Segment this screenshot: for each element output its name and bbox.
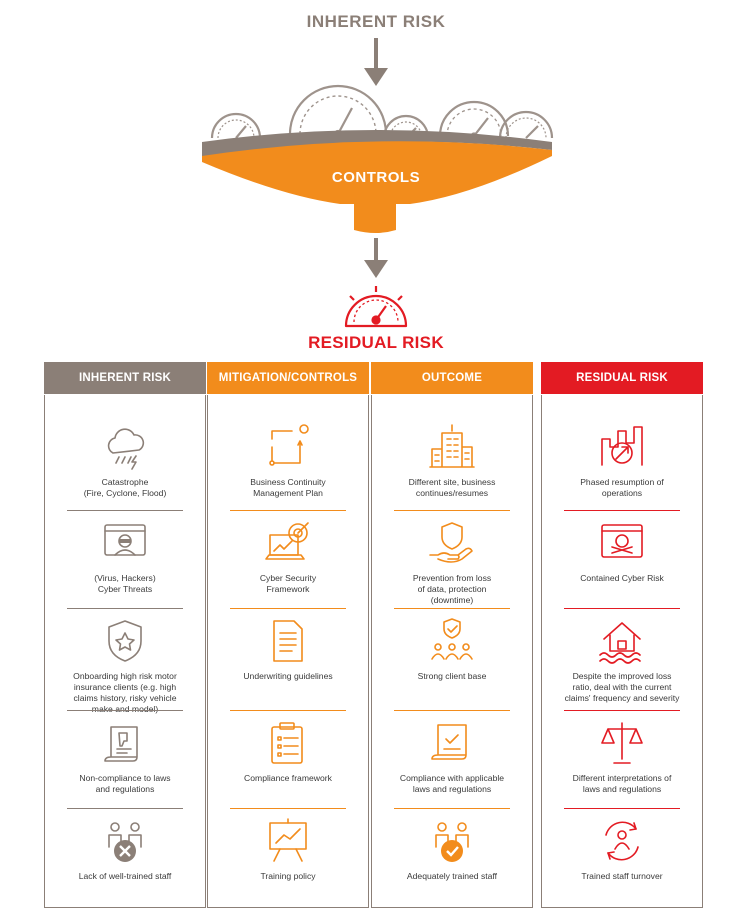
cell-text: Adequately trained staff [406, 871, 498, 881]
table-cell: Lack of well-trained staff [45, 817, 205, 882]
inherent-risk-title: INHERENT RISK [306, 12, 446, 31]
residual-gauge-icon [344, 286, 408, 328]
column-header: RESIDUAL RISK [541, 362, 703, 394]
risk-funnel-graphic [202, 38, 554, 328]
cell-text: Trained staff turnover [581, 871, 663, 881]
table-cell: Trained staff turnover [542, 817, 702, 882]
row-divider [394, 710, 510, 711]
clipboard-icon [271, 722, 303, 764]
table-cell: Catastrophe (Fire, Cyclone, Flood) [45, 423, 205, 499]
table-cell: Different site, business continues/resum… [372, 423, 532, 499]
cell-text: Onboarding high risk motor insurance cli… [73, 671, 177, 714]
flooded-house-icon [599, 622, 641, 664]
laptop-target-icon [265, 522, 309, 560]
cell-text: Strong client base [417, 671, 487, 681]
scroll-thumbs-down-icon [104, 726, 138, 762]
star-shield-icon [108, 620, 142, 662]
cell-text: Phased resumption of operations [580, 477, 664, 498]
growth-chart-icon [601, 426, 643, 466]
table-cell: Underwriting guidelines [208, 617, 368, 682]
table-cell: Despite the improved loss ratio, deal wi… [542, 617, 702, 704]
team-check-icon [435, 822, 469, 862]
column-outcome: OUTCOME Different site, business continue… [371, 362, 533, 908]
table-cell: Business Continuity Management Plan [208, 423, 368, 499]
cell-text: Prevention from loss of data, protection… [412, 573, 492, 605]
cell-text: Lack of well-trained staff [78, 871, 172, 881]
storm-cloud-icon [107, 428, 145, 470]
shield-people-icon [431, 618, 473, 660]
document-icon [273, 620, 303, 662]
down-arrow-icon [364, 238, 388, 278]
cell-text: Catastrophe (Fire, Cyclone, Flood) [83, 477, 167, 498]
cell-text: Cyber Security Framework [259, 573, 317, 594]
row-divider [230, 710, 346, 711]
row-divider [564, 710, 680, 711]
hand-shield-icon [429, 522, 473, 563]
cell-text: (Virus, Hackers) Cyber Threats [94, 573, 156, 594]
row-divider [67, 710, 183, 711]
team-cross-icon [108, 822, 142, 862]
column-header: MITIGATION/CONTROLS [207, 362, 369, 394]
cell-text: Despite the improved loss ratio, deal wi… [564, 671, 680, 703]
column-body: Different site, business continues/resum… [371, 395, 533, 908]
table-cell: Compliance framework [208, 719, 368, 784]
row-divider [230, 510, 346, 511]
cell-text: Compliance with applicable laws and regu… [399, 773, 505, 794]
table-cell: (Virus, Hackers) Cyber Threats [45, 519, 205, 595]
cell-text: Underwriting guidelines [243, 671, 333, 681]
skull-screen-icon [601, 524, 643, 558]
row-divider [230, 808, 346, 809]
controls-label: CONTROLS [331, 169, 421, 186]
residual-risk-title: RESIDUAL RISK [308, 333, 444, 352]
cell-text: Different interpretations of laws and re… [572, 773, 672, 794]
column-header: OUTCOME [371, 362, 533, 394]
table-cell: Strong client base [372, 617, 532, 682]
table-cell: Training policy [208, 817, 368, 882]
column-body: Catastrophe (Fire, Cyclone, Flood) (Virus… [44, 395, 206, 908]
table-cell: Different interpretations of laws and re… [542, 719, 702, 795]
cell-text: Training policy [260, 871, 316, 881]
building-icon [429, 424, 475, 468]
cell-text: Contained Cyber Risk [580, 573, 664, 583]
column-header: INHERENT RISK [44, 362, 206, 394]
gauges-icon [210, 84, 554, 140]
row-divider [564, 808, 680, 809]
table-cell: Onboarding high risk motor insurance cli… [45, 617, 205, 715]
row-divider [564, 608, 680, 609]
cell-text: Non-compliance to laws and regulations [79, 773, 171, 794]
table-cell: Contained Cyber Risk [542, 519, 702, 584]
row-divider [230, 608, 346, 609]
row-divider [564, 510, 680, 511]
row-divider [67, 808, 183, 809]
row-divider [394, 808, 510, 809]
row-divider [67, 608, 183, 609]
cell-text: Compliance framework [244, 773, 332, 783]
presentation-board-icon [269, 818, 307, 862]
cell-text: Different site, business continues/resum… [408, 477, 496, 498]
row-divider [394, 608, 510, 609]
cycle-plan-icon [269, 424, 309, 466]
table-cell: Phased resumption of operations [542, 423, 702, 499]
table-cell: Prevention from loss of data, protection… [372, 519, 532, 606]
table-cell: Compliance with applicable laws and regu… [372, 719, 532, 795]
cell-text: Business Continuity Management Plan [250, 477, 326, 498]
table-cell: Non-compliance to laws and regulations [45, 719, 205, 795]
person-cycle-icon [605, 821, 639, 861]
scroll-check-icon [431, 724, 467, 760]
scales-icon [601, 722, 643, 764]
table-cell: Adequately trained staff [372, 817, 532, 882]
row-divider [67, 510, 183, 511]
hacker-screen-icon [104, 524, 146, 556]
table-cell: Cyber Security Framework [208, 519, 368, 595]
down-arrow-icon [364, 38, 388, 86]
row-divider [394, 510, 510, 511]
